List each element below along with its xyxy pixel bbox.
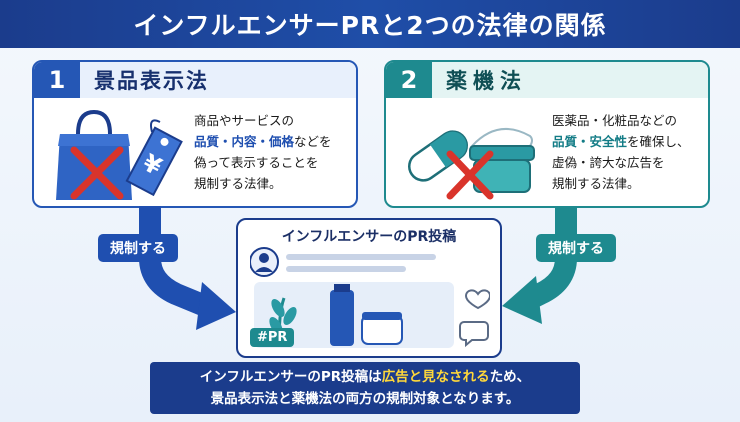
pr-post-card: インフルエンサーのPR投稿 #PR xyxy=(236,218,502,358)
regulate-label-right: 規制する xyxy=(536,234,616,262)
law-name: 薬機法 xyxy=(446,69,527,93)
desc-line: 規制する法律。 xyxy=(194,176,282,191)
law-panel-header: 2 薬機法 xyxy=(386,62,708,98)
desc-text: などを xyxy=(294,134,332,149)
post-title: インフルエンサーのPR投稿 xyxy=(281,229,457,245)
desc-line: 虚偽・誇大な広告を xyxy=(552,155,665,170)
desc-line: 偽って表示することを xyxy=(194,155,319,170)
caption-box: インフルエンサーのPR投稿は広告と見なされるため、 景品表示法と薬機法の両方の規… xyxy=(150,362,580,414)
desc-line: 商品やサービスの xyxy=(194,113,295,128)
desc-highlight: 品質・安全性 xyxy=(552,134,628,149)
right-arrowhead-icon xyxy=(502,276,542,324)
law-description: 商品やサービスの 品質・内容・価格などを 偽って表示することを 規制する法律。 xyxy=(194,110,354,194)
caption-line-2: 景品表示法と薬機法の両方の規制対象となります。 xyxy=(210,391,520,407)
law-description: 医薬品・化粧品などの 品質・安全性を確保し、 虚偽・誇大な広告を 規制する法律。 xyxy=(552,110,712,194)
law-panel-premiums: 1 景品表示法 ¥ 商品やサービスの 品質・内容・価格などを 偽って表示すること… xyxy=(32,60,358,208)
post-content-illustration xyxy=(250,247,490,348)
desc-text: を確保し、 xyxy=(627,134,690,149)
caption-text: ため、 xyxy=(489,369,531,385)
pr-tag-badge: #PR xyxy=(250,328,295,347)
law-number-badge: 2 xyxy=(386,62,432,98)
caption-highlight: 広告と見なされる xyxy=(381,369,490,385)
law-panel-pharma: 2 薬機法 医薬品・化粧品などの 品質・安全性を確保し、 虚偽・誇大な広告を 規… xyxy=(384,60,710,208)
caption-line-1: インフルエンサーのPR投稿は広告と見なされるため、 xyxy=(150,366,580,388)
regulate-label-left: 規制する xyxy=(98,234,178,262)
shopping-bag-price-tag-icon: ¥ xyxy=(56,109,183,200)
heart-icon xyxy=(464,289,490,310)
comment-icon xyxy=(459,321,489,348)
capsule-cream-jar-icon xyxy=(408,128,535,200)
law-panel-header: 1 景品表示法 xyxy=(34,62,356,98)
title-banner: インフルエンサーPRと2つの法律の関係 xyxy=(0,0,740,48)
desc-highlight: 品質・内容・価格 xyxy=(194,134,295,149)
law-name: 景品表示法 xyxy=(94,69,209,93)
page-title: インフルエンサーPRと2つの法律の関係 xyxy=(133,11,607,40)
caption-text: インフルエンサーのPR投稿は xyxy=(199,369,382,385)
left-arrowhead-icon xyxy=(196,282,236,330)
law-number-badge: 1 xyxy=(34,62,80,98)
desc-line: 品質・安全性を確保し、 xyxy=(552,131,712,152)
desc-line: 規制する法律。 xyxy=(552,176,640,191)
desc-line: 品質・内容・価格などを xyxy=(194,131,354,152)
desc-line: 医薬品・化粧品などの xyxy=(552,113,678,128)
